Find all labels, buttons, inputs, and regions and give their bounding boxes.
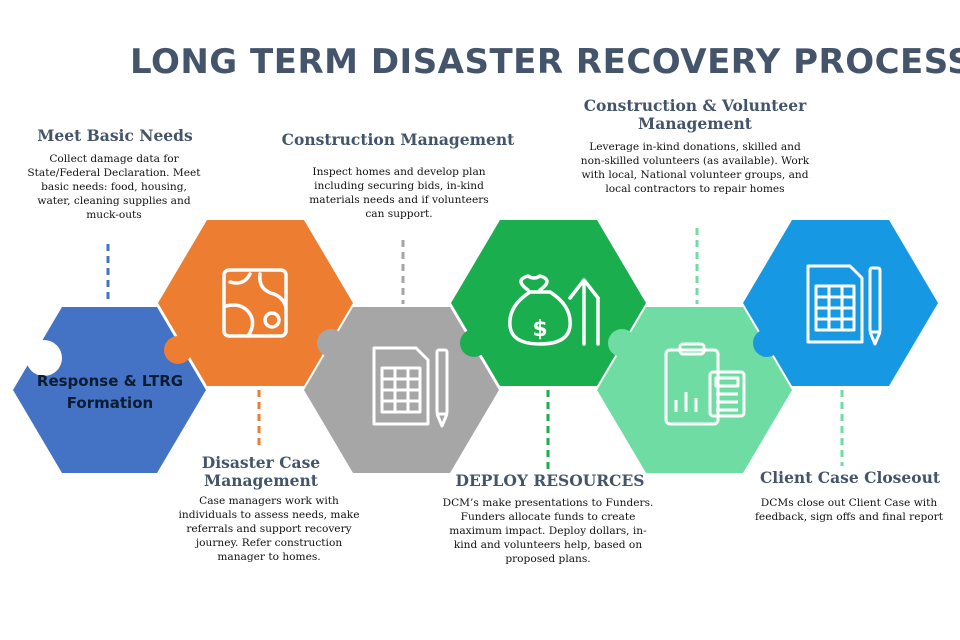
step-description-deploy: DCM’s make presentations to Funders. Fun… xyxy=(442,497,654,565)
step-heading-construction: Construction Management xyxy=(281,130,515,149)
hex-deploy xyxy=(597,307,792,473)
hex-response-connector xyxy=(26,340,62,376)
step-description-basic-needs: Collect damage data for State/Federal De… xyxy=(27,153,201,221)
step-heading-closeout: Client Case Closeout xyxy=(759,468,941,487)
step-description-volunteer: Leverage in-kind donations, skilled and … xyxy=(580,141,810,195)
step-description-construction: Inspect homes and develop plan including… xyxy=(309,166,489,220)
knob-3 xyxy=(460,329,488,357)
page-title: LONG TERM DISASTER RECOVERY PROCESS xyxy=(130,42,960,82)
knob-5 xyxy=(753,329,781,357)
document-pen-icon xyxy=(806,264,882,346)
document-pen-icon xyxy=(372,346,449,428)
step-description-case-mgmt: Case managers work with individuals to a… xyxy=(178,495,360,563)
knob-1 xyxy=(164,336,192,364)
step-heading-case-mgmt: Disaster Case Management xyxy=(201,453,321,490)
step-heading-volunteer: Construction & Volunteer Management xyxy=(583,96,807,133)
step-heading-deploy: DEPLOY RESOURCES xyxy=(455,471,645,490)
map-icon xyxy=(222,268,288,338)
hex-response xyxy=(13,307,206,473)
knob-4 xyxy=(608,329,636,357)
response-label: Response & LTRG Formation xyxy=(36,372,184,412)
step-description-closeout: DCMs close out Client Case with feedback… xyxy=(755,497,943,523)
knob-2 xyxy=(317,329,345,357)
svg-text:$: $ xyxy=(532,317,547,342)
step-heading-basic-needs: Meet Basic Needs xyxy=(37,126,193,145)
money-bag-growth-icon: $ xyxy=(508,274,600,346)
clipboard-calculator-icon xyxy=(664,342,746,426)
hex-basic-needs xyxy=(158,220,353,386)
